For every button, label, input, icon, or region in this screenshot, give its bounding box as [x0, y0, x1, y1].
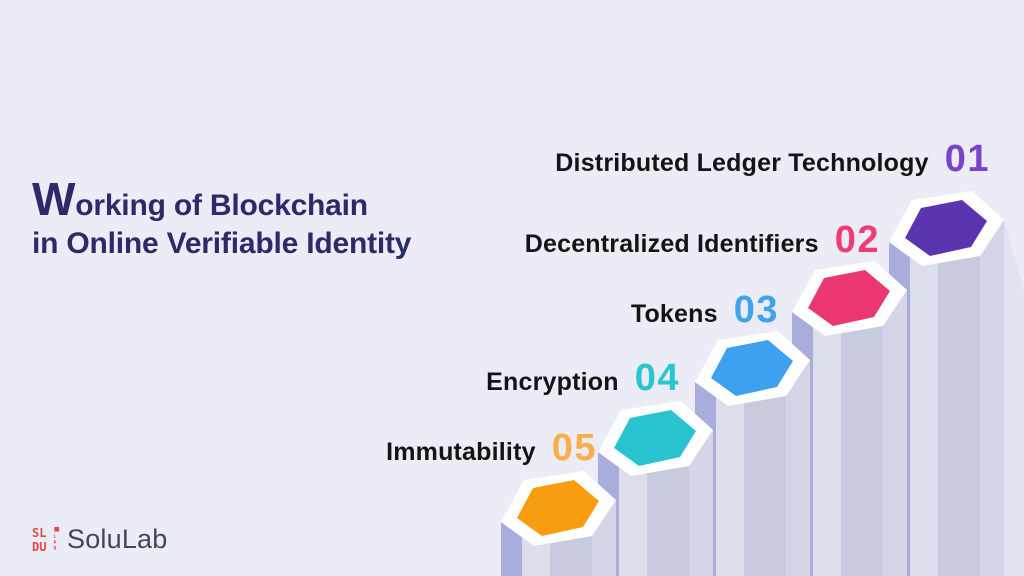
- title-initial: W: [32, 173, 76, 225]
- title-line-1: Working of Blockchain: [32, 176, 411, 225]
- title-line-2: in Online Verifiable Identity: [32, 227, 412, 260]
- svg-text:DU: DU: [32, 540, 47, 554]
- step-label-2: Decentralized Identifiers: [524, 230, 819, 258]
- step-row-3: Tokens 03: [631, 289, 779, 332]
- step-hexagon-3: [711, 340, 793, 396]
- svg-text:SL: SL: [32, 526, 47, 540]
- step-hexagon-4: [614, 410, 696, 466]
- solulab-logo-text: SoluLab: [67, 524, 168, 554]
- step-label-1: Distributed Ledger Technology: [555, 149, 929, 177]
- svg-text:B: B: [53, 545, 56, 551]
- solulab-logo: SL DU L A B SoluLab: [32, 524, 168, 555]
- step-hexagon-2: [808, 270, 890, 326]
- title-line1-rest: orking of Blockchain: [75, 189, 368, 222]
- pillar-step-4: [598, 401, 713, 576]
- step-number-4: 04: [634, 357, 680, 399]
- step-hexagon-1: [905, 200, 987, 256]
- step-label-3: Tokens: [630, 300, 718, 328]
- solulab-logo-icon: SL DU L A B: [32, 526, 60, 554]
- step-label-4: Encryption: [486, 368, 619, 396]
- svg-text:L: L: [53, 534, 56, 540]
- step-row-5: Immutability 05: [386, 427, 597, 470]
- step-row-2: Decentralized Identifiers 02: [525, 219, 880, 262]
- step-number-1: 01: [944, 138, 990, 180]
- svg-text:A: A: [53, 539, 56, 545]
- pillar-right-facet: [1004, 220, 1024, 576]
- step-hexagon-5: [517, 480, 599, 536]
- pillar-step-5: [501, 471, 616, 576]
- pillar-step-1: [889, 191, 1024, 576]
- page-title: Working of Blockchain in Online Verifiab…: [32, 176, 412, 263]
- step-number-3: 03: [733, 289, 779, 331]
- pillar-step-3: [695, 331, 810, 576]
- step-row-4: Encryption 04: [486, 357, 680, 400]
- step-number-2: 02: [834, 219, 880, 261]
- step-label-5: Immutability: [386, 438, 536, 466]
- step-row-1: Distributed Ledger Technology 01: [555, 138, 990, 181]
- step-number-5: 05: [551, 427, 597, 469]
